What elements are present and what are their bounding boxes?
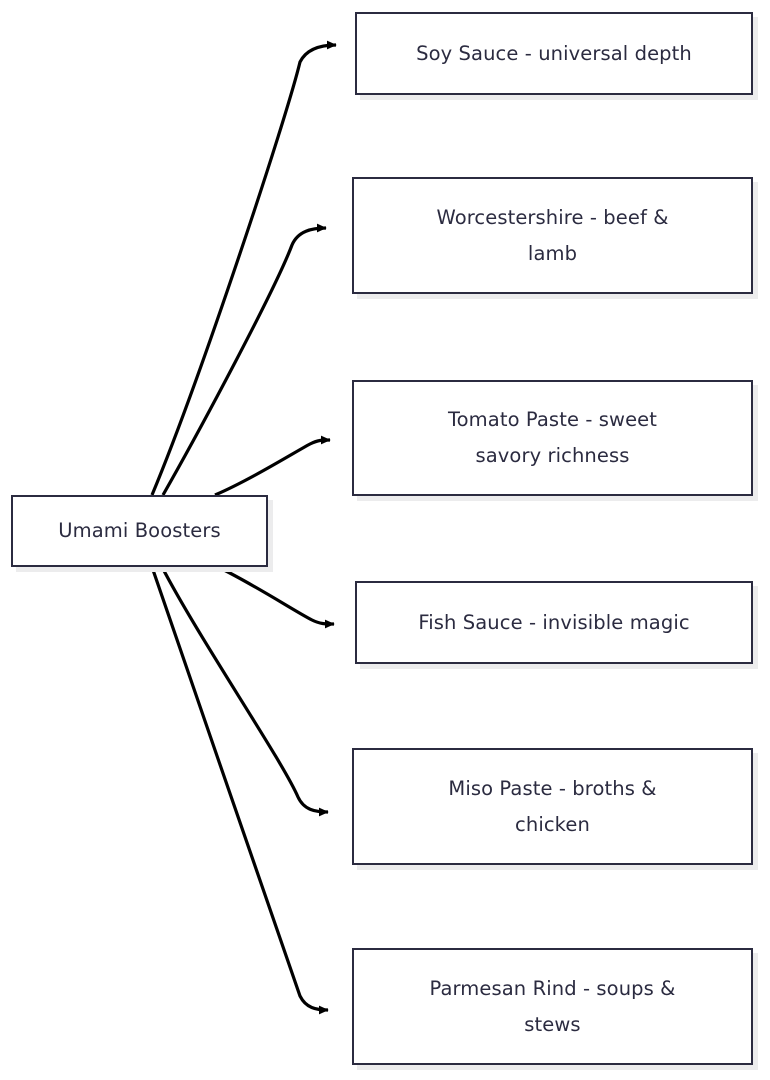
node-parmesan-rind[interactable]: Parmesan Rind - soups & stews	[352, 948, 753, 1065]
node-tomato-paste[interactable]: Tomato Paste - sweet savory richness	[352, 380, 753, 496]
edge-umami-boosters-to-soy-sauce	[150, 40, 337, 496]
node-label: Soy Sauce - universal depth	[416, 41, 692, 65]
node-fish-sauce[interactable]: Fish Sauce - invisible magic	[355, 581, 753, 664]
node-soy-sauce[interactable]: Soy Sauce - universal depth	[355, 12, 753, 95]
edge-umami-boosters-to-worcestershire	[161, 223, 327, 496]
edge-umami-boosters-to-tomato-paste	[214, 435, 331, 497]
node-umami-boosters[interactable]: Umami Boosters	[11, 495, 268, 567]
node-label: Parmesan Rind - soups & stews	[429, 976, 676, 1036]
node-miso-paste[interactable]: Miso Paste - broths & chicken	[352, 748, 753, 865]
edge-umami-boosters-to-miso-paste	[160, 566, 329, 817]
node-label: Fish Sauce - invisible magic	[418, 610, 690, 634]
node-worcestershire[interactable]: Worcestershire - beef & lamb	[352, 177, 753, 294]
node-label: Miso Paste - broths & chicken	[448, 776, 657, 836]
node-label: Worcestershire - beef & lamb	[436, 205, 669, 265]
edge-umami-boosters-to-parmesan-rind	[150, 566, 329, 1015]
node-label: Umami Boosters	[58, 519, 221, 542]
node-label: Tomato Paste - sweet savory richness	[447, 408, 658, 467]
edge-umami-boosters-to-fish-sauce	[217, 565, 335, 629]
